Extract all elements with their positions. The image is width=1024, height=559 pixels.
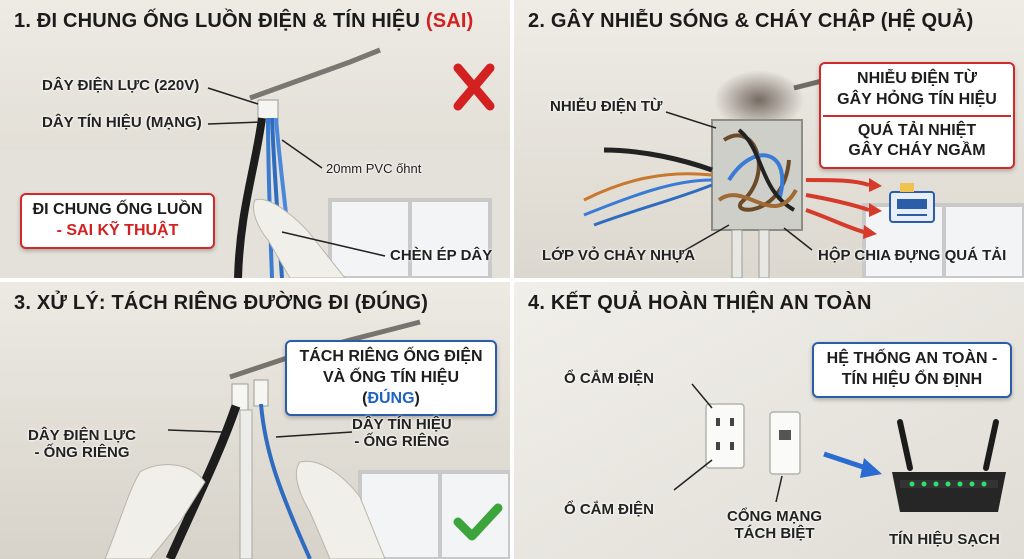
warning-line-red: - SAI KỸ THUẬT — [56, 221, 179, 239]
panel-solution: 3. XỬ LÝ: TÁCH RIÊNG ĐƯỜNG ĐI (ĐÚNG) TÁC… — [0, 282, 510, 559]
panel-consequence: 2. GÂY NHIỄU SÓNG & CHÁY CHẬP (HỆ QUẢ) N… — [514, 0, 1024, 278]
scene-junction-box — [514, 0, 1024, 278]
solution-line: TÁCH RIÊNG ỐNG ĐIỆN — [299, 348, 483, 365]
warning-line: ĐI CHUNG ỐNG LUỒN — [32, 201, 203, 218]
heat-arrows — [805, 178, 870, 234]
label-overload: HỘP CHIA ĐỰNG QUÁ TẢI — [818, 247, 1007, 264]
label-power-cable: DÂY ĐIỆN LỰC (220V) — [42, 77, 200, 94]
warning-line: GÂY HỎNG TÍN HIỆU — [837, 90, 997, 108]
warning-box-consequence: NHIỄU ĐIỆN TỪ GÂY HỎNG TÍN HIỆU QUÁ TẢI … — [819, 62, 1015, 170]
signal-device-icon — [889, 183, 935, 223]
scene-finished-wall — [514, 282, 1024, 559]
label-clean-signal: TÍN HIỆU SẠCH — [889, 531, 1000, 548]
box-divider — [823, 114, 1011, 117]
scene-separated-conduits — [0, 282, 510, 559]
wrong-x-icon — [453, 63, 495, 111]
panel-result: 4. KẾT QUẢ HOÀN THIỆN AN TOÀN HỆ THỐNG A… — [514, 282, 1024, 559]
label-squeeze: CHÈN ÉP DÂY — [390, 247, 493, 264]
panel-title: 1. ĐI CHUNG ỐNG LUỒN ĐIỆN & TÍN HIỆU (SA… — [14, 10, 474, 32]
warning-box-shared-conduit: ĐI CHUNG ỐNG LUỒN - SAI KỸ THUẬT — [20, 193, 215, 249]
warning-line: NHIỄU ĐIỆN TỪ — [857, 70, 977, 87]
panel-title: 2. GÂY NHIỄU SÓNG & CHÁY CHẬP (HỆ QUẢ) — [528, 10, 974, 32]
label-signal-separate: DÂY TÍN HIỆU - ỐNG RIÊNG — [352, 416, 452, 451]
router-icon — [892, 419, 1006, 512]
label-outlet-top: Ổ CẮM ĐIỆN — [564, 370, 654, 387]
solution-box: TÁCH RIÊNG ỐNG ĐIỆN VÀ ỐNG TÍN HIỆU (ĐÚN… — [285, 340, 497, 417]
network-port-icon — [769, 411, 801, 475]
result-line: HỆ THỐNG AN TOÀN - — [826, 350, 998, 367]
label-signal-cable: DÂY TÍN HIỆU (MẠNG) — [42, 114, 202, 131]
warning-line: QUÁ TẢI NHIỆT — [857, 121, 977, 139]
result-line: TÍN HIỆU ỔN ĐỊNH — [841, 370, 983, 388]
arrow-icon — [823, 451, 882, 478]
panel-title: 4. KẾT QUẢ HOÀN THIỆN AN TOÀN — [528, 292, 872, 314]
label-outlet-bottom: Ổ CẮM ĐIỆN — [564, 501, 654, 518]
warning-line: GÂY CHÁY NGẦM — [848, 142, 986, 160]
result-box: HỆ THỐNG AN TOÀN - TÍN HIỆU ỔN ĐỊNH — [812, 342, 1012, 398]
label-interference: NHIỄU ĐIỆN TỪ — [550, 98, 663, 115]
panel-wrong-shared-conduit: 1. ĐI CHUNG ỐNG LUỒN ĐIỆN & TÍN HIỆU (SA… — [0, 0, 510, 278]
power-outlet-icon — [705, 403, 745, 469]
panel-title: 3. XỬ LÝ: TÁCH RIÊNG ĐƯỜNG ĐI (ĐÚNG) — [14, 292, 429, 314]
label-network-port: CỔNG MẠNG TÁCH BIỆT — [727, 508, 822, 543]
label-power-separate: DÂY ĐIỆN LỰC - ỐNG RIÊNG — [28, 427, 137, 462]
solution-line: VÀ ỐNG TÍN HIỆU (ĐÚNG) — [322, 368, 459, 407]
label-melt: LỚP VỎ CHẢY NHỰA — [542, 247, 696, 264]
check-icon — [453, 503, 503, 541]
label-pvc: 20mm PVC ốhnt — [326, 161, 422, 176]
